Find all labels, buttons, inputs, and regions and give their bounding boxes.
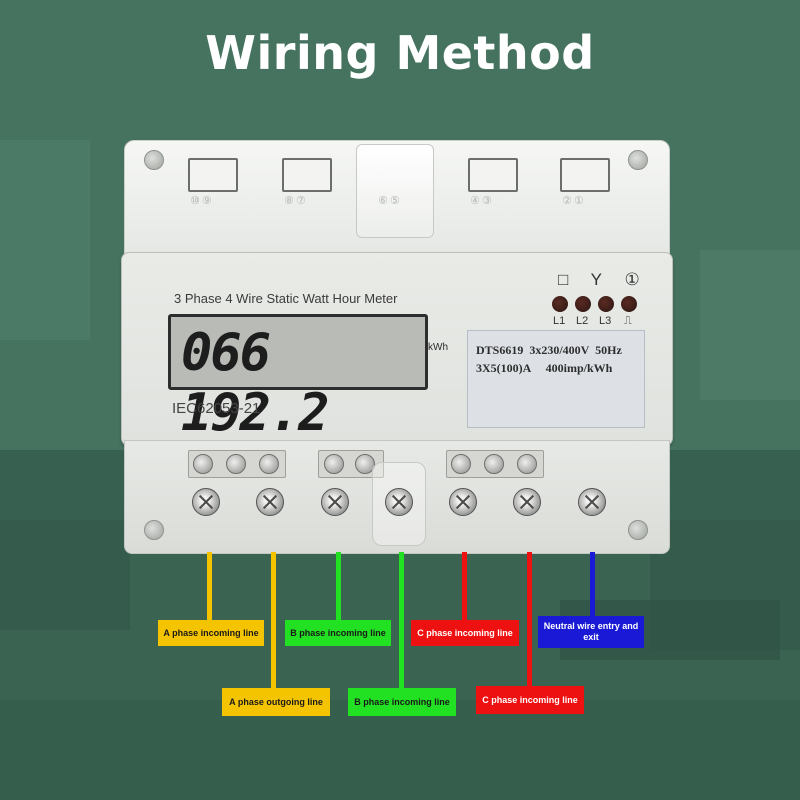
led-label-l1: L1 — [553, 315, 566, 327]
indicator-led-pulse — [621, 296, 637, 312]
lcd-display: 066 192.2 — [168, 314, 428, 443]
wire-a-out — [271, 552, 276, 688]
corner-screw-icon — [628, 520, 648, 540]
wire-b-in-2 — [399, 552, 404, 688]
led-label-l2: L2 — [576, 315, 589, 327]
slot-number: ⑩⑨ — [190, 194, 214, 207]
terminal-screw-icon — [449, 488, 477, 516]
small-screw-icon — [484, 454, 504, 474]
indicator-led-l3 — [598, 296, 614, 312]
corner-screw-icon — [144, 520, 164, 540]
spec-line-current: 3X5(100)A 400imp/kWh — [476, 361, 613, 375]
wire-b-in — [336, 552, 341, 620]
wire-c-in — [462, 552, 467, 620]
terminal-screw-icon — [385, 488, 413, 516]
label-a-phase-outgoing: A phase outgoing line — [222, 688, 330, 716]
indicator-led-l1 — [552, 296, 568, 312]
terminal-screw-icon — [256, 488, 284, 516]
led-label-pulse: ⎍ — [624, 315, 632, 327]
wire-a-in — [207, 552, 212, 620]
terminal-screw-icon — [321, 488, 349, 516]
wire-neutral — [590, 552, 595, 620]
energy-reading: 066 192.2 — [181, 323, 330, 443]
reading-unit: kWh — [428, 342, 448, 353]
slot-number: ④③ — [470, 194, 494, 207]
label-neutral-wire: Neutral wire entry and exit — [538, 616, 644, 648]
slot-number: ⑥⑤ — [378, 194, 402, 207]
terminal-screw-icon — [513, 488, 541, 516]
terminal-screw-icon — [578, 488, 606, 516]
spec-line-model: DTS6619 3x230/400V 50Hz — [476, 343, 622, 357]
small-screw-icon — [324, 454, 344, 474]
label-b-phase-incoming-2: B phase incoming line — [348, 688, 456, 716]
standard-label: IEC62053-21 — [172, 400, 261, 417]
label-a-phase-incoming: A phase incoming line — [158, 620, 264, 646]
meter-seal-cap — [356, 144, 434, 238]
small-screw-icon — [451, 454, 471, 474]
small-screw-icon — [226, 454, 246, 474]
label-c-phase-incoming: C phase incoming line — [411, 620, 519, 646]
small-screw-icon — [193, 454, 213, 474]
slot-number: ⑧⑦ — [284, 194, 308, 207]
terminal-window — [188, 158, 238, 192]
page-title: Wiring Method — [205, 26, 595, 80]
led-label-l3: L3 — [599, 315, 612, 327]
slot-number: ②① — [562, 194, 586, 207]
corner-screw-icon — [628, 150, 648, 170]
small-screw-icon — [517, 454, 537, 474]
label-b-phase-incoming: B phase incoming line — [285, 620, 391, 646]
label-c-phase-incoming-2: C phase incoming line — [476, 686, 584, 714]
small-screw-icon — [259, 454, 279, 474]
terminal-window — [468, 158, 518, 192]
meter-type-label: 3 Phase 4 Wire Static Watt Hour Meter — [174, 291, 398, 306]
terminal-screw-icon — [192, 488, 220, 516]
spec-label-box: DTS6619 3x230/400V 50Hz 3X5(100)A 400imp… — [467, 330, 645, 428]
indicator-led-l2 — [575, 296, 591, 312]
terminal-window — [560, 158, 610, 192]
terminal-window — [282, 158, 332, 192]
status-icons: □ Y ① — [558, 270, 649, 289]
corner-screw-icon — [144, 150, 164, 170]
wire-c-in-2 — [527, 552, 532, 688]
